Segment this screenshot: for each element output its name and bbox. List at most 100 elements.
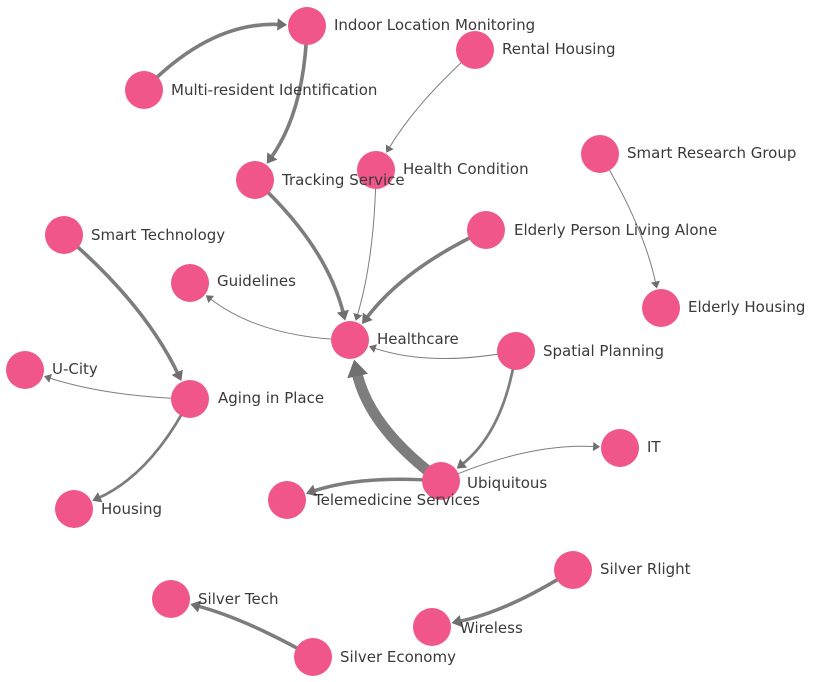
node-label-silverrlight: Silver Rlight (600, 560, 691, 578)
node-circle-smarttech[interactable] (45, 216, 83, 254)
arrowhead-spatial-to-healthcare (368, 344, 377, 353)
node-multi[interactable]: Multi-resident Identification (125, 71, 377, 109)
node-circle-smartresearch[interactable] (581, 135, 619, 173)
node-housing[interactable]: Housing (55, 490, 162, 528)
node-circle-housing[interactable] (55, 490, 93, 528)
arrowhead-spatial-to-ubiquitous (456, 458, 468, 469)
node-telemedicine[interactable]: Telemedicine Services (268, 481, 480, 519)
arrowhead-healthcond-to-healthcare (353, 312, 363, 321)
edge-smartresearch-to-elderlyhousing (599, 153, 657, 285)
arrowhead-aging-to-housing (92, 492, 103, 503)
node-label-spatial: Spatial Planning (543, 342, 664, 360)
node-circle-aging[interactable] (171, 380, 209, 418)
node-label-telemedicine: Telemedicine Services (313, 491, 480, 509)
node-circle-spatial[interactable] (497, 332, 535, 370)
node-silverrlight[interactable]: Silver Rlight (554, 551, 691, 589)
edge-smarttech-to-aging (62, 233, 181, 377)
node-label-guidelines: Guidelines (217, 272, 296, 290)
node-smarttech[interactable]: Smart Technology (45, 216, 225, 254)
arrowhead-healthcare-to-guidelines (205, 295, 215, 304)
node-circle-tracking[interactable] (236, 161, 274, 199)
node-circle-wireless[interactable] (413, 608, 451, 646)
node-circle-ucity[interactable] (6, 351, 44, 389)
arrowhead-rental-to-healthcond (385, 144, 394, 153)
arrowhead-silverrlight-to-wireless (451, 614, 463, 628)
arrowhead-indoor-to-tracking (266, 152, 278, 164)
arrowhead-ubiquitous-to-it (592, 441, 601, 452)
node-healthcare[interactable]: Healthcare (331, 321, 459, 359)
node-label-healthcare: Healthcare (377, 330, 459, 348)
node-indoor[interactable]: Indoor Location Monitoring (288, 7, 535, 45)
edge-multi-to-indoor (142, 22, 283, 92)
edge-ubiquitous-to-healthcare (351, 365, 447, 487)
node-wireless[interactable]: Wireless (413, 608, 523, 646)
node-label-silvertech: Silver Tech (198, 590, 279, 608)
node-ucity[interactable]: U-City (6, 351, 98, 389)
node-elderlyalone[interactable]: Elderly Person Living Alone (467, 211, 717, 249)
edges-layer (44, 18, 660, 659)
node-label-it: IT (647, 438, 661, 456)
node-aging[interactable]: Aging in Place (171, 380, 324, 418)
edge-silvereconomy-to-silvertech (195, 604, 315, 659)
node-circle-elderlyhousing[interactable] (642, 289, 680, 327)
edge-spatial-to-healthcare (373, 347, 517, 360)
edge-elderlyalone-to-healthcare (364, 228, 488, 321)
node-label-ucity: U-City (52, 360, 98, 378)
node-label-healthcond: Health Condition (403, 160, 529, 178)
node-circle-indoor[interactable] (288, 7, 326, 45)
edge-tracking-to-healthcare (253, 178, 346, 316)
arrowhead-smartresearch-to-elderlyhousing (650, 280, 660, 289)
node-it[interactable]: IT (601, 429, 661, 467)
node-label-wireless: Wireless (460, 619, 523, 637)
edge-aging-to-ucity (48, 377, 191, 400)
node-label-elderlyhousing: Elderly Housing (688, 298, 805, 316)
node-circle-multi[interactable] (125, 71, 163, 109)
arrowhead-smarttech-to-aging (171, 369, 183, 381)
node-circle-rental[interactable] (456, 31, 494, 69)
arrowhead-ubiquitous-to-telemedicine (305, 484, 318, 497)
edge-healthcond-to-healthcare (356, 169, 377, 317)
arrowhead-silvereconomy-to-silvertech (190, 600, 202, 613)
node-circle-silvertech[interactable] (152, 580, 190, 618)
arrowhead-multi-to-indoor (277, 18, 288, 31)
node-silvertech[interactable]: Silver Tech (152, 580, 279, 618)
node-ubiquitous[interactable]: Ubiquitous (422, 462, 547, 500)
edge-aging-to-housing (96, 397, 192, 500)
node-circle-ubiquitous[interactable] (422, 462, 460, 500)
node-label-smarttech: Smart Technology (91, 226, 225, 244)
arrowhead-tracking-to-healthcare (336, 309, 349, 321)
node-circle-it[interactable] (601, 429, 639, 467)
edge-healthcare-to-guidelines (209, 297, 351, 341)
node-label-housing: Housing (101, 500, 162, 518)
node-label-indoor: Indoor Location Monitoring (334, 16, 535, 34)
node-circle-elderlyalone[interactable] (467, 211, 505, 249)
node-guidelines[interactable]: Guidelines (171, 264, 296, 302)
node-circle-healthcond[interactable] (357, 151, 395, 189)
node-elderlyhousing[interactable]: Elderly Housing (642, 289, 805, 327)
node-circle-guidelines[interactable] (171, 264, 209, 302)
arrowhead-ubiquitous-to-healthcare (347, 359, 368, 379)
node-spatial[interactable]: Spatial Planning (497, 332, 664, 370)
node-rental[interactable]: Rental Housing (456, 31, 615, 69)
node-circle-healthcare[interactable] (331, 321, 369, 359)
node-label-aging: Aging in Place (218, 389, 324, 407)
node-healthcond[interactable]: Health Condition (357, 151, 529, 189)
node-circle-silverrlight[interactable] (554, 551, 592, 589)
node-label-multi: Multi-resident Identification (171, 81, 377, 99)
node-label-ubiquitous: Ubiquitous (467, 474, 547, 492)
node-label-elderlyalone: Elderly Person Living Alone (514, 221, 717, 239)
node-label-silvereconomy: Silver Economy (340, 648, 456, 666)
edge-ubiquitous-to-it (440, 445, 596, 482)
node-label-rental: Rental Housing (502, 40, 615, 58)
node-circle-telemedicine[interactable] (268, 481, 306, 519)
node-label-smartresearch: Smart Research Group (627, 144, 796, 162)
edge-ubiquitous-to-telemedicine (310, 477, 443, 494)
node-smartresearch[interactable]: Smart Research Group (581, 135, 796, 173)
node-circle-silvereconomy[interactable] (294, 638, 332, 676)
arrowhead-elderlyalone-to-healthcare (362, 312, 373, 325)
node-silvereconomy[interactable]: Silver Economy (294, 638, 456, 676)
node-tracking[interactable]: Tracking Service (236, 161, 405, 199)
node-label-tracking: Tracking Service (281, 171, 405, 189)
arrowhead-aging-to-ucity (44, 374, 52, 383)
